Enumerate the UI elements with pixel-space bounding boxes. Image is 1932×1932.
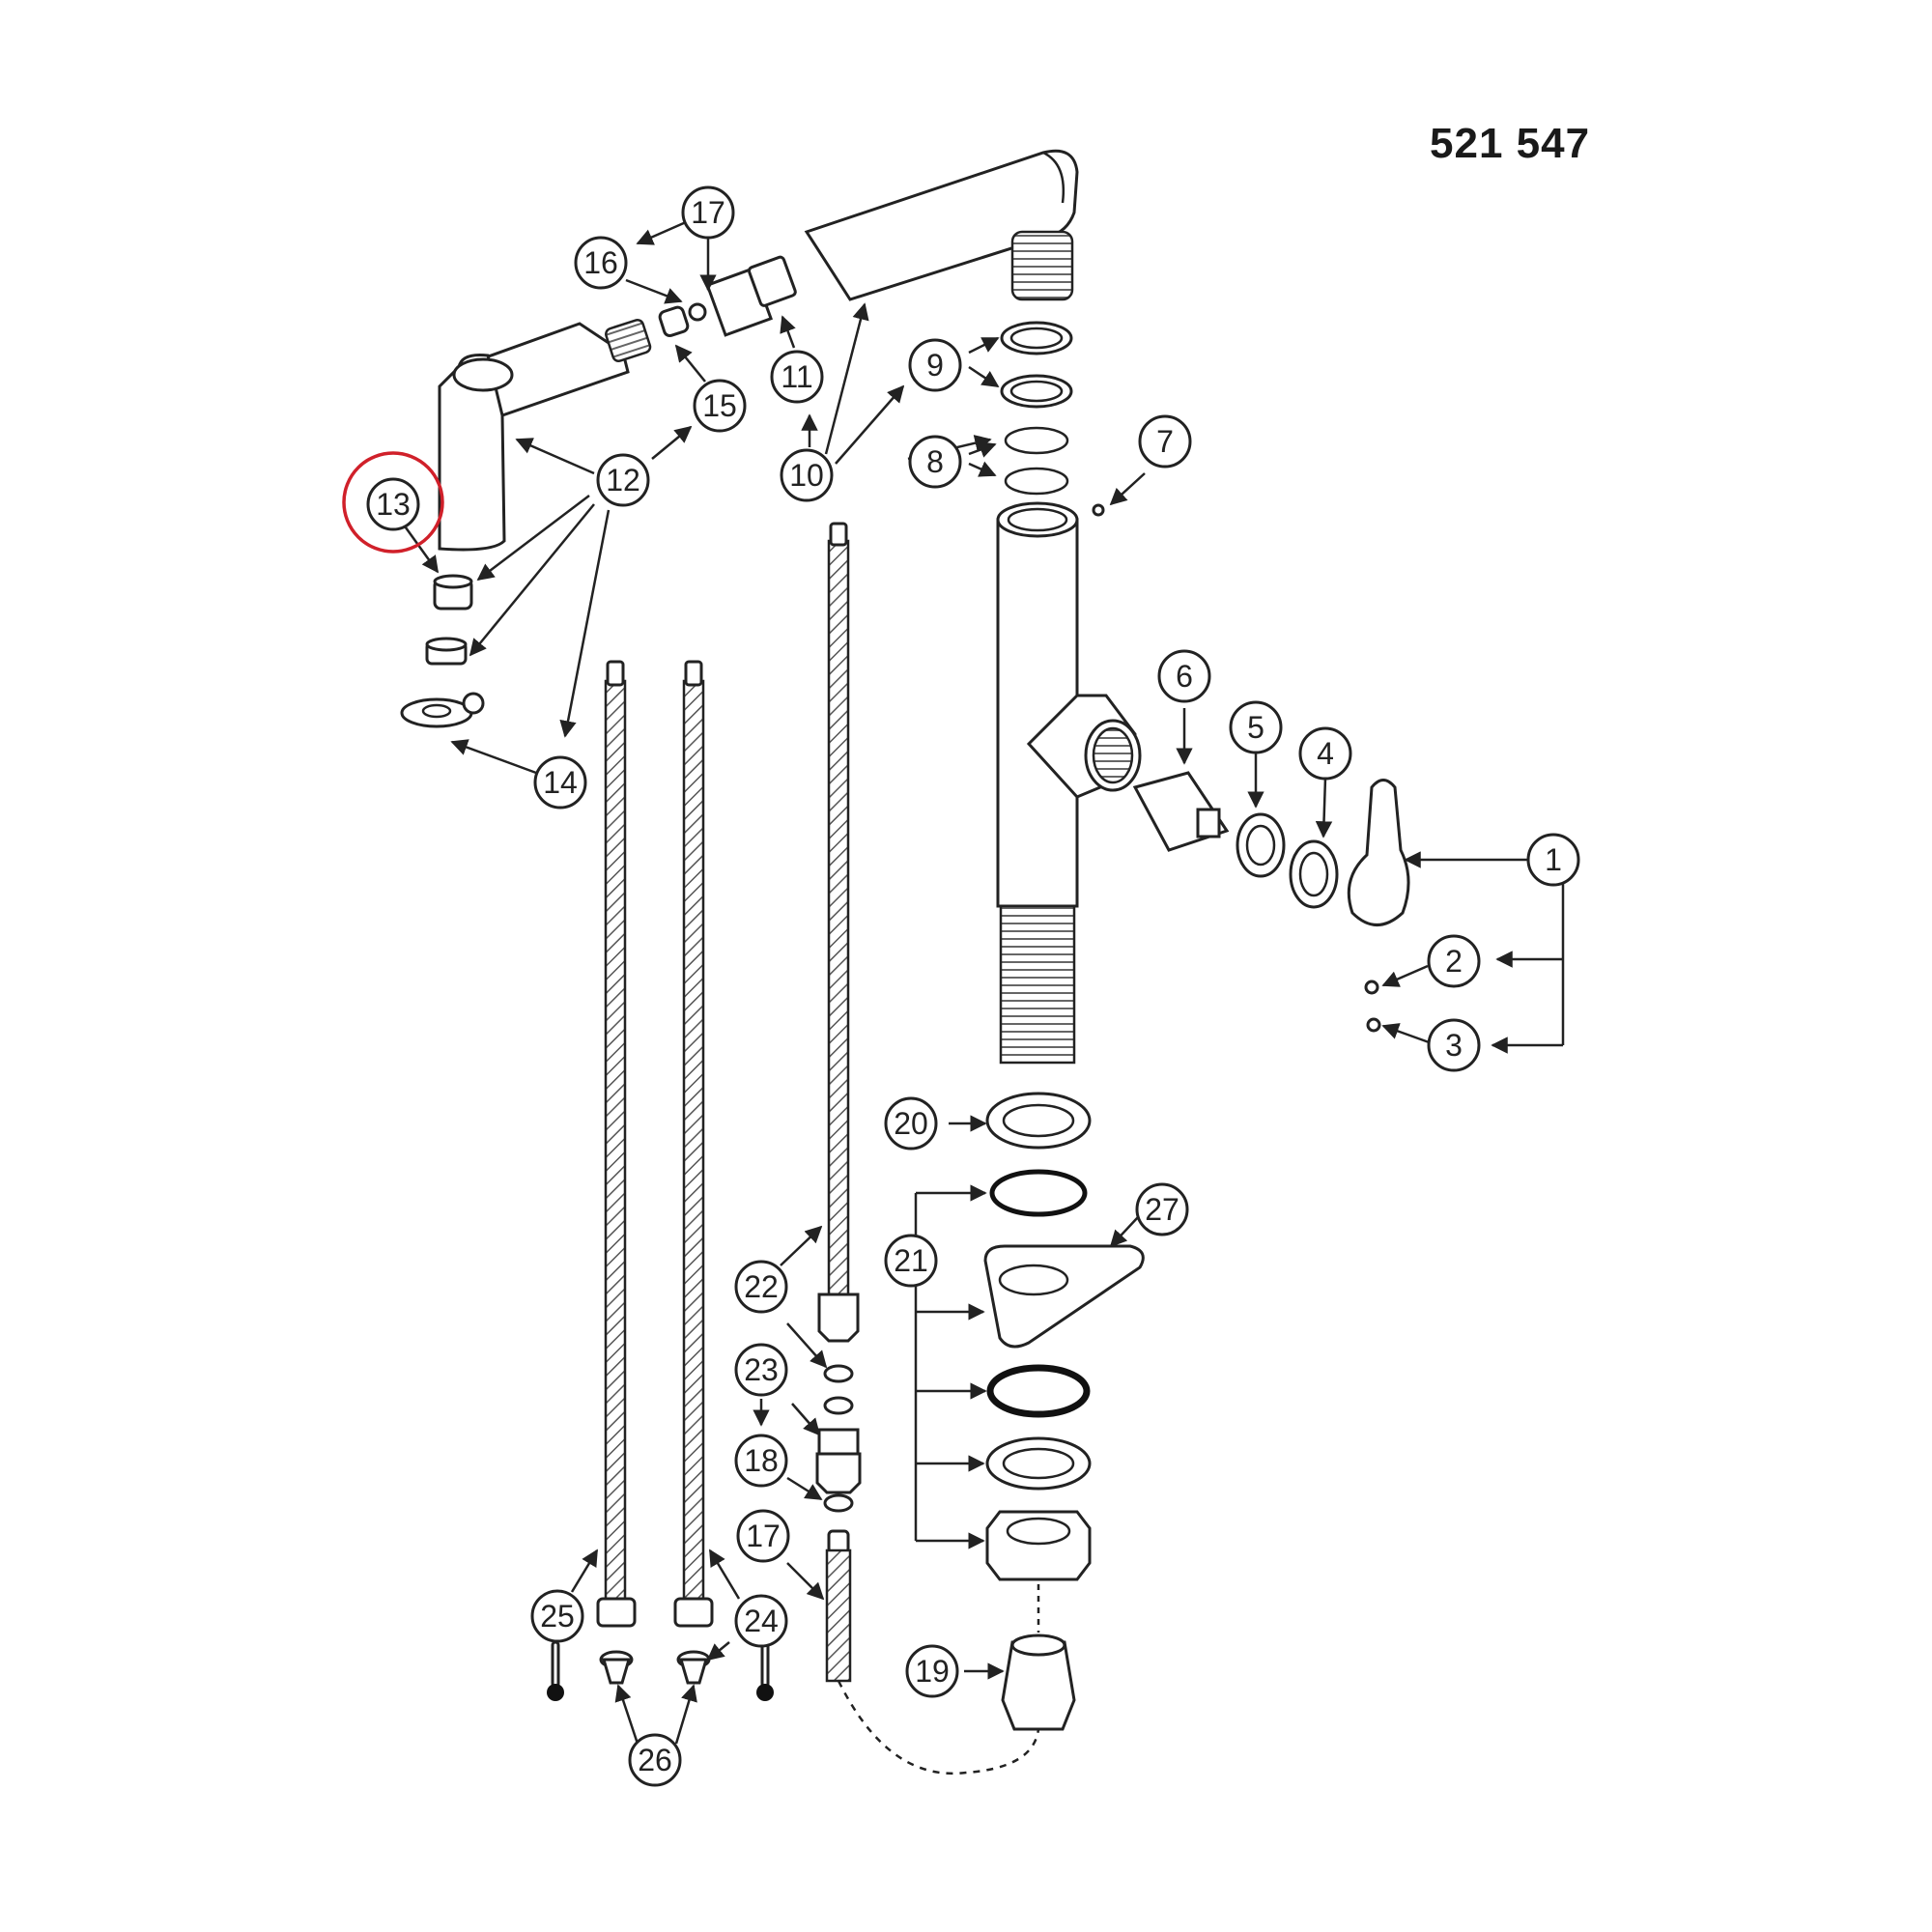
callout-11: 11 [770, 350, 824, 404]
callout-27: 27 [1135, 1182, 1189, 1236]
svg-text:22: 22 [744, 1269, 779, 1304]
svg-text:3: 3 [1445, 1028, 1463, 1063]
svg-text:17: 17 [746, 1519, 781, 1553]
callout-19: 19 [905, 1644, 959, 1698]
svg-text:16: 16 [583, 245, 618, 280]
svg-text:4: 4 [1317, 736, 1334, 771]
callout-8: 8 [908, 435, 962, 489]
mounting-kit [837, 1092, 1145, 1776]
svg-text:11: 11 [781, 359, 812, 394]
mixer-body [996, 501, 1142, 1065]
hose-fittings [815, 1293, 862, 1683]
callout-13: 13 [366, 477, 420, 531]
svg-text:15: 15 [702, 388, 737, 423]
svg-text:19: 19 [915, 1654, 950, 1689]
svg-text:10: 10 [789, 458, 824, 493]
svg-text:27: 27 [1145, 1192, 1179, 1227]
supply-hoses [547, 522, 850, 1701]
svg-text:5: 5 [1247, 710, 1264, 745]
callout-14: 14 [533, 755, 587, 810]
cartridge-assembly [1132, 771, 1410, 1033]
aerator-parts [400, 574, 485, 728]
callout-5: 5 [1229, 700, 1283, 754]
callout-7: 7 [1138, 414, 1192, 469]
callout-15: 15 [693, 379, 747, 433]
callout-24: 24 [734, 1594, 788, 1648]
svg-text:13: 13 [376, 487, 411, 522]
callout-16: 16 [574, 236, 628, 290]
callout-25: 25 [530, 1589, 584, 1643]
svg-text:18: 18 [744, 1443, 779, 1478]
callout-9: 9 [908, 338, 962, 392]
svg-text:9: 9 [926, 348, 944, 383]
o-rings-8-9 [1000, 321, 1073, 496]
svg-text:24: 24 [744, 1604, 779, 1638]
svg-text:25: 25 [540, 1599, 575, 1634]
callout-1: 1 [1526, 833, 1580, 887]
callout-18: 18 [734, 1434, 788, 1488]
svg-text:2: 2 [1445, 944, 1463, 979]
callout-17-bottom: 17 [736, 1509, 790, 1563]
callout-23: 23 [734, 1343, 788, 1397]
callout-22: 22 [734, 1260, 788, 1314]
model-number: 521 547 [1430, 120, 1591, 167]
callout-17-top: 17 [681, 185, 735, 240]
svg-text:6: 6 [1176, 659, 1193, 694]
leader-lines [396, 220, 1565, 1745]
callout-21: 21 [884, 1234, 938, 1288]
svg-text:14: 14 [543, 765, 578, 800]
svg-text:7: 7 [1156, 424, 1174, 459]
svg-text:12: 12 [606, 463, 640, 497]
svg-text:17: 17 [691, 195, 725, 230]
svg-text:21: 21 [894, 1243, 928, 1278]
callout-2: 2 [1427, 934, 1481, 988]
set-screw-7 [1092, 503, 1105, 517]
callout-10: 10 [780, 448, 834, 502]
svg-text:23: 23 [744, 1352, 779, 1387]
callout-4: 4 [1298, 726, 1352, 781]
callout-20: 20 [884, 1096, 938, 1151]
svg-text:20: 20 [894, 1106, 928, 1141]
svg-text:1: 1 [1545, 842, 1562, 877]
svg-text:8: 8 [926, 444, 944, 479]
callout-26: 26 [628, 1733, 682, 1787]
callout-12: 12 [596, 453, 650, 507]
svg-text:26: 26 [638, 1743, 672, 1777]
callout-6: 6 [1157, 649, 1211, 703]
spout-body [438, 149, 1079, 552]
callout-3: 3 [1427, 1018, 1481, 1072]
highlight-ring [342, 451, 444, 554]
